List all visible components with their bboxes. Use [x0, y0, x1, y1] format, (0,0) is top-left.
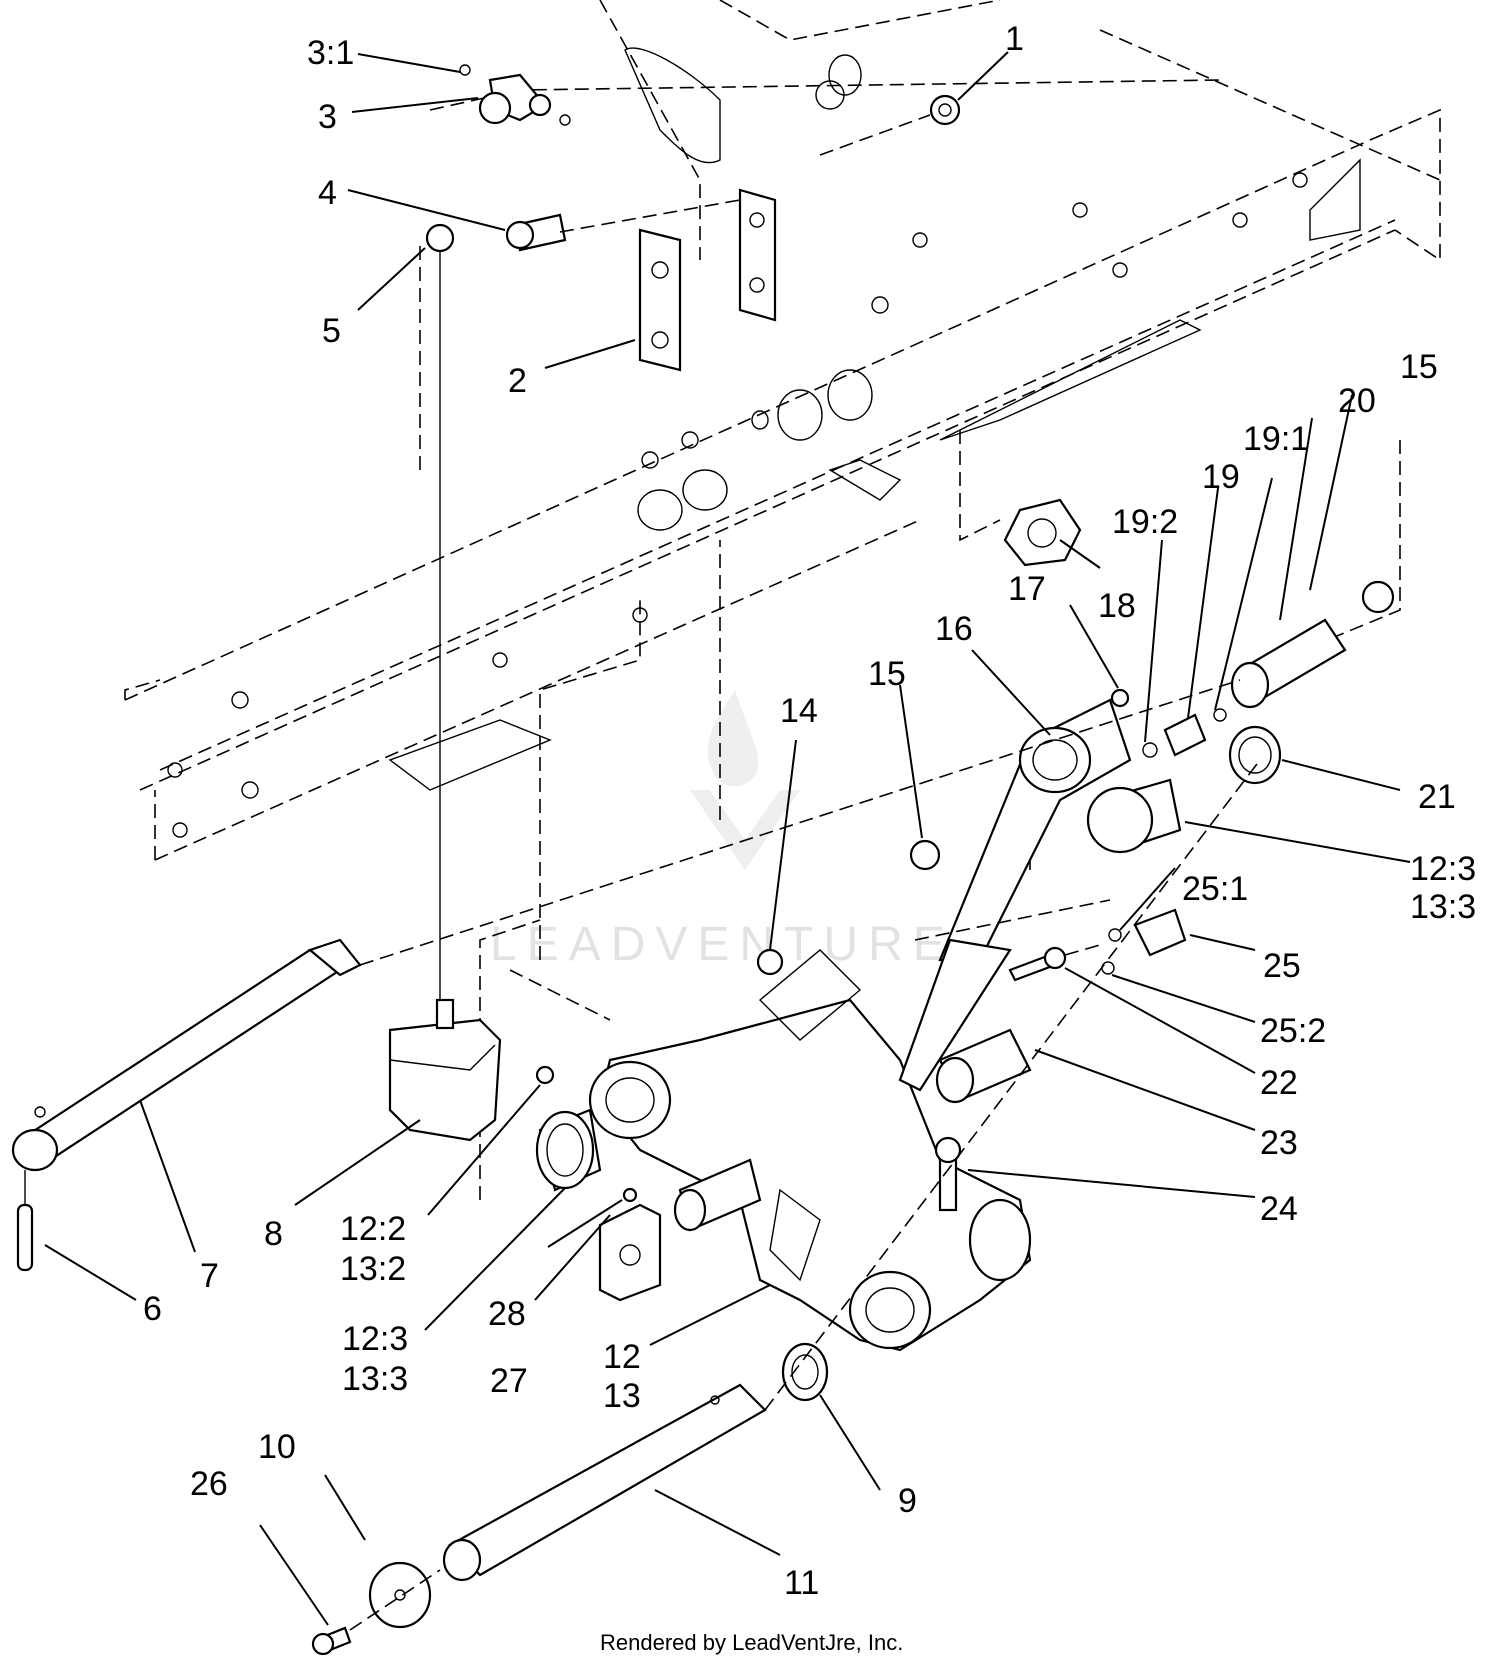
watermark: LEADVENTURE — [490, 690, 955, 971]
callout-22: 22 — [1260, 1064, 1298, 1102]
bolt-part-4 — [505, 213, 567, 252]
tee-fitting-part-3 — [459, 64, 571, 126]
callout-18: 18 — [1098, 587, 1136, 625]
callout-28: 28 — [488, 1295, 526, 1333]
bolt-part-22 — [1008, 946, 1067, 982]
bumper-part-8 — [388, 998, 502, 1142]
callout-17: 17 — [1008, 570, 1046, 608]
nut-part-14 — [756, 948, 784, 976]
swing-arm-part-12-13 — [588, 949, 1032, 1352]
callout-14: 14 — [780, 692, 818, 730]
roll-pin-part-6 — [16, 1170, 34, 1272]
pin-part-20 — [1230, 618, 1347, 709]
callout-24: 24 — [1260, 1190, 1298, 1228]
callout-20: 20 — [1338, 382, 1376, 420]
callout-5: 5 — [322, 312, 341, 350]
callout-19: 19 — [1202, 458, 1240, 496]
callout-25: 25 — [1263, 947, 1301, 985]
washer-part-9 — [781, 1342, 829, 1402]
pin-part-23 — [935, 1028, 1032, 1104]
callout-26: 26 — [190, 1465, 228, 1503]
callout-11: 11 — [784, 1564, 819, 1602]
callout-12: 12 — [603, 1338, 641, 1376]
callout-12-3-right: 12:3 — [1410, 850, 1476, 888]
grease-fitting-part-12-2 — [535, 1065, 555, 1085]
callout-9: 9 — [898, 1482, 917, 1520]
callout-19-1: 19:1 — [1243, 420, 1309, 458]
callout-13-3-right: 13:3 — [1410, 888, 1476, 926]
snap-ring-part-15-right — [1361, 580, 1395, 614]
cylinder-part-16 — [898, 698, 1132, 1092]
pin-part-7 — [11, 938, 362, 1172]
block-part-27 — [598, 1203, 662, 1302]
callout-labels: 1 2 3 3:1 4 5 6 7 8 9 10 11 12 13 12:2 1… — [143, 20, 1476, 1602]
callout-27: 27 — [490, 1362, 528, 1400]
bushing-part-12-3-right — [1086, 778, 1182, 854]
callout-12-2: 12:2 — [340, 1210, 406, 1248]
fitting-part-25 — [1101, 908, 1187, 975]
fitting-part-19 — [1142, 708, 1227, 758]
nut-part-5 — [425, 223, 455, 1000]
bracket-part-2 — [638, 188, 777, 372]
assembly-axis-lines — [349, 114, 1261, 1631]
callout-13: 13 — [603, 1377, 641, 1415]
callout-3: 3 — [318, 98, 337, 136]
callout-6: 6 — [143, 1290, 162, 1328]
callout-13-2: 13:2 — [340, 1250, 406, 1288]
callout-10: 10 — [258, 1428, 296, 1466]
callout-2: 2 — [508, 362, 527, 400]
callout-12-3-left: 12:3 — [342, 1320, 408, 1358]
callout-7: 7 — [200, 1257, 219, 1295]
snap-ring-part-15-left — [909, 839, 941, 871]
callout-25-1: 25:1 — [1182, 870, 1248, 908]
grease-fitting-part-17 — [1110, 688, 1130, 708]
callout-15-left: 15 — [868, 655, 906, 693]
bolt-part-26 — [311, 1626, 352, 1656]
callout-8: 8 — [264, 1215, 283, 1253]
callout-4: 4 — [318, 174, 337, 212]
watermark-text: LEADVENTURE — [490, 918, 955, 971]
callout-1: 1 — [1005, 20, 1024, 58]
bolt-part-24 — [934, 1136, 962, 1212]
callout-19-2: 19:2 — [1112, 503, 1178, 541]
set-screw-part-28 — [622, 1187, 638, 1203]
footer-credit: Rendered by LeadVentJre, Inc. — [600, 1630, 903, 1655]
callout-3-1: 3:1 — [307, 34, 354, 72]
callout-13-3-left: 13:3 — [342, 1360, 408, 1398]
callout-leaders — [44, 51, 1411, 1626]
callout-16: 16 — [935, 610, 973, 648]
bushing-part-12-3-left — [535, 1108, 602, 1192]
callout-15-right: 15 — [1400, 348, 1438, 386]
nut-part-18 — [1003, 498, 1082, 567]
washer-part-10 — [368, 1561, 432, 1629]
washer-part-21 — [1228, 725, 1282, 785]
callout-21: 21 — [1418, 778, 1456, 816]
nut-part-1 — [929, 94, 961, 126]
callout-23: 23 — [1260, 1124, 1298, 1162]
callout-25-2: 25:2 — [1260, 1012, 1326, 1050]
